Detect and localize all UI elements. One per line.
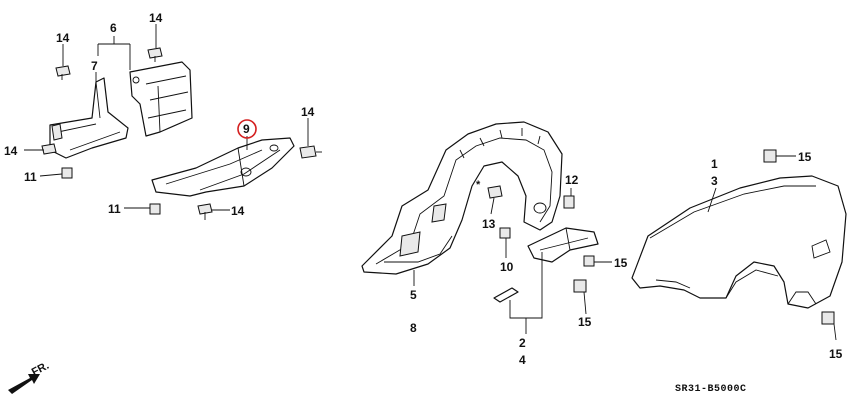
front-direction-label: FR. (30, 360, 51, 379)
bolt-15-bracket (583, 255, 595, 267)
callout-13: 13 (482, 217, 496, 231)
highlight-circle-9 (237, 119, 257, 139)
callout-3: 3 (711, 174, 718, 188)
clip-14-left (41, 143, 57, 155)
callout-9: 9 (243, 122, 250, 136)
fender-bracket-part (493, 227, 599, 303)
liner-asterisk: * (476, 179, 481, 191)
clip-14-top-right (147, 47, 163, 62)
diagram-code: SR31-B5000C (675, 384, 747, 395)
clip-14-right (299, 145, 322, 159)
clip-13 (487, 185, 503, 199)
callout-15: 15 (578, 315, 592, 329)
callout-14: 14 (231, 204, 245, 218)
callout-4: 4 (519, 353, 526, 367)
bolt-11-lower (149, 203, 161, 215)
callout-14: 14 (56, 31, 70, 45)
fender-liner-part: * (361, 121, 563, 275)
callout-6: 6 (110, 21, 117, 35)
callout-10: 10 (500, 260, 514, 274)
clip-14-center (197, 203, 213, 220)
bolt-10 (499, 227, 511, 239)
nut-12 (563, 195, 575, 209)
callout-15: 15 (829, 347, 843, 361)
callout-14: 14 (301, 105, 315, 119)
callout-11: 11 (108, 202, 121, 216)
callout-2: 2 (519, 336, 526, 350)
bracket-rear-part (49, 77, 129, 159)
front-direction-arrow-icon (8, 374, 40, 394)
callout-12: 12 (565, 173, 579, 187)
bolt-15-lower (573, 279, 587, 293)
splash-guard-part (151, 137, 295, 197)
callout-8: 8 (410, 321, 417, 335)
bracket-front-part (129, 61, 193, 137)
bolt-11-upper (61, 167, 73, 179)
front-fender-part (631, 175, 847, 309)
leader-lines (24, 24, 837, 341)
callout-1: 1 (711, 157, 718, 171)
callout-14: 14 (149, 11, 163, 25)
clip-14-top-left (55, 65, 71, 80)
bolt-15-top (763, 149, 777, 163)
callout-5: 5 (410, 288, 417, 302)
callout-7: 7 (91, 59, 98, 73)
callout-14: 14 (4, 144, 18, 158)
bolt-15-bottom (821, 311, 835, 325)
callout-15: 15 (614, 256, 628, 270)
callout-11: 11 (24, 170, 37, 184)
callout-15: 15 (798, 150, 812, 164)
